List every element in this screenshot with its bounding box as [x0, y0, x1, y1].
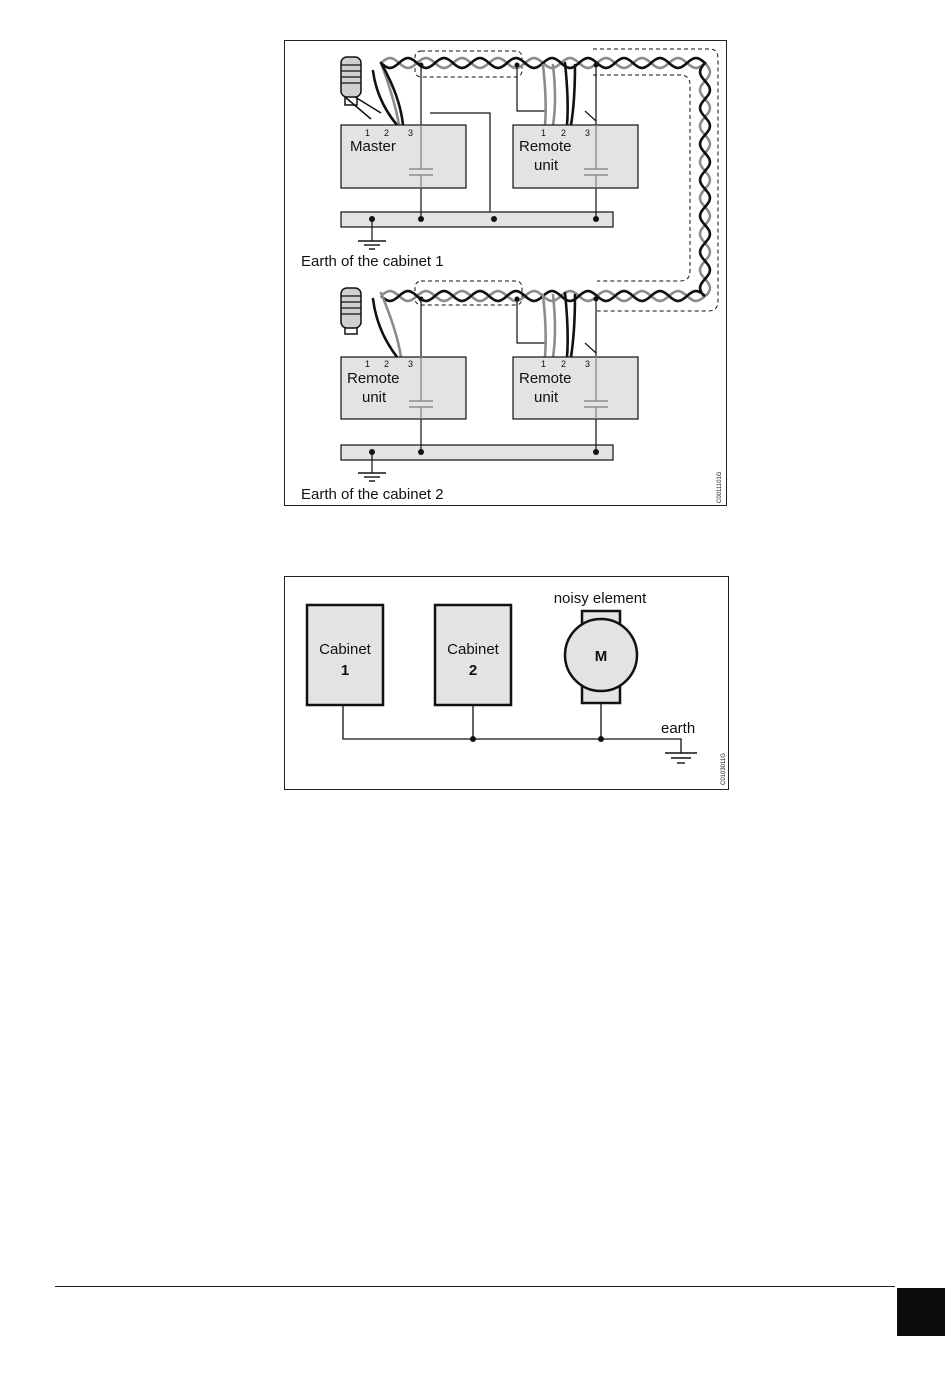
figure-code: C0103011G — [721, 753, 727, 785]
figure-code: C0011101G — [717, 471, 723, 503]
earth-connections — [372, 188, 596, 473]
motor-label: M — [595, 648, 608, 665]
pin-label: 3 — [408, 128, 413, 138]
remote-unit-box — [341, 357, 466, 419]
remote-unit-label: Remote — [519, 138, 572, 155]
wiring-diagram-svg: 1 2 3 1 2 3 1 2 3 1 2 3 Master Remote un… — [285, 41, 728, 507]
earth-label: earth — [661, 720, 695, 737]
cabinet-2-earth-label: Earth of the cabinet 2 — [301, 486, 444, 503]
ground-symbol-icon — [665, 753, 697, 763]
ferrite-core-icon — [341, 57, 381, 119]
ground-symbol-icon — [358, 241, 386, 249]
pin-label: 1 — [541, 359, 546, 369]
cabinet-1-earth-label: Earth of the cabinet 1 — [301, 253, 444, 270]
master-unit-label: Master — [350, 138, 396, 155]
ground-symbol-icon — [358, 473, 386, 481]
cabinet-1-label: Cabinet — [319, 641, 372, 658]
cabinet-2-label: Cabinet — [447, 641, 500, 658]
earthing-diagram-svg: Cabinet 1 Cabinet 2 noisy element M eart… — [285, 577, 730, 791]
page-tab-marker — [897, 1288, 945, 1336]
remote-unit-label-line2: unit — [362, 389, 387, 406]
remote-unit-label-line2: unit — [534, 389, 559, 406]
remote-unit-label-line2: unit — [534, 157, 559, 174]
remote-unit-label: Remote — [519, 370, 572, 387]
earth-bar-cabinet-2 — [341, 445, 613, 460]
pin-label: 2 — [384, 359, 389, 369]
ferrite-core-icon — [341, 288, 361, 334]
cabinet-2-number: 2 — [469, 662, 477, 679]
cabinet-1-number: 1 — [341, 662, 349, 679]
pin-label: 1 — [541, 128, 546, 138]
footer-divider — [55, 1286, 895, 1287]
pin-label: 3 — [585, 128, 590, 138]
remote-unit-box — [513, 357, 638, 419]
master-unit-box — [341, 125, 466, 188]
terminal-leads — [373, 63, 575, 357]
pin-label: 1 — [365, 128, 370, 138]
remote-unit-box — [513, 125, 638, 188]
earth-bar-cabinet-1 — [341, 212, 613, 227]
wiring-diagram-figure: 1 2 3 1 2 3 1 2 3 1 2 3 Master Remote un… — [284, 40, 727, 506]
pin-label: 3 — [408, 359, 413, 369]
pin-label: 2 — [561, 359, 566, 369]
earthing-diagram-figure: Cabinet 1 Cabinet 2 noisy element M eart… — [284, 576, 729, 790]
pin-label: 1 — [365, 359, 370, 369]
drop-wires — [421, 65, 596, 356]
pin-label: 2 — [561, 128, 566, 138]
noisy-element-label: noisy element — [554, 590, 647, 607]
pin-label: 3 — [585, 359, 590, 369]
remote-unit-label: Remote — [347, 370, 400, 387]
pin-label: 2 — [384, 128, 389, 138]
earth-wiring — [343, 703, 681, 753]
